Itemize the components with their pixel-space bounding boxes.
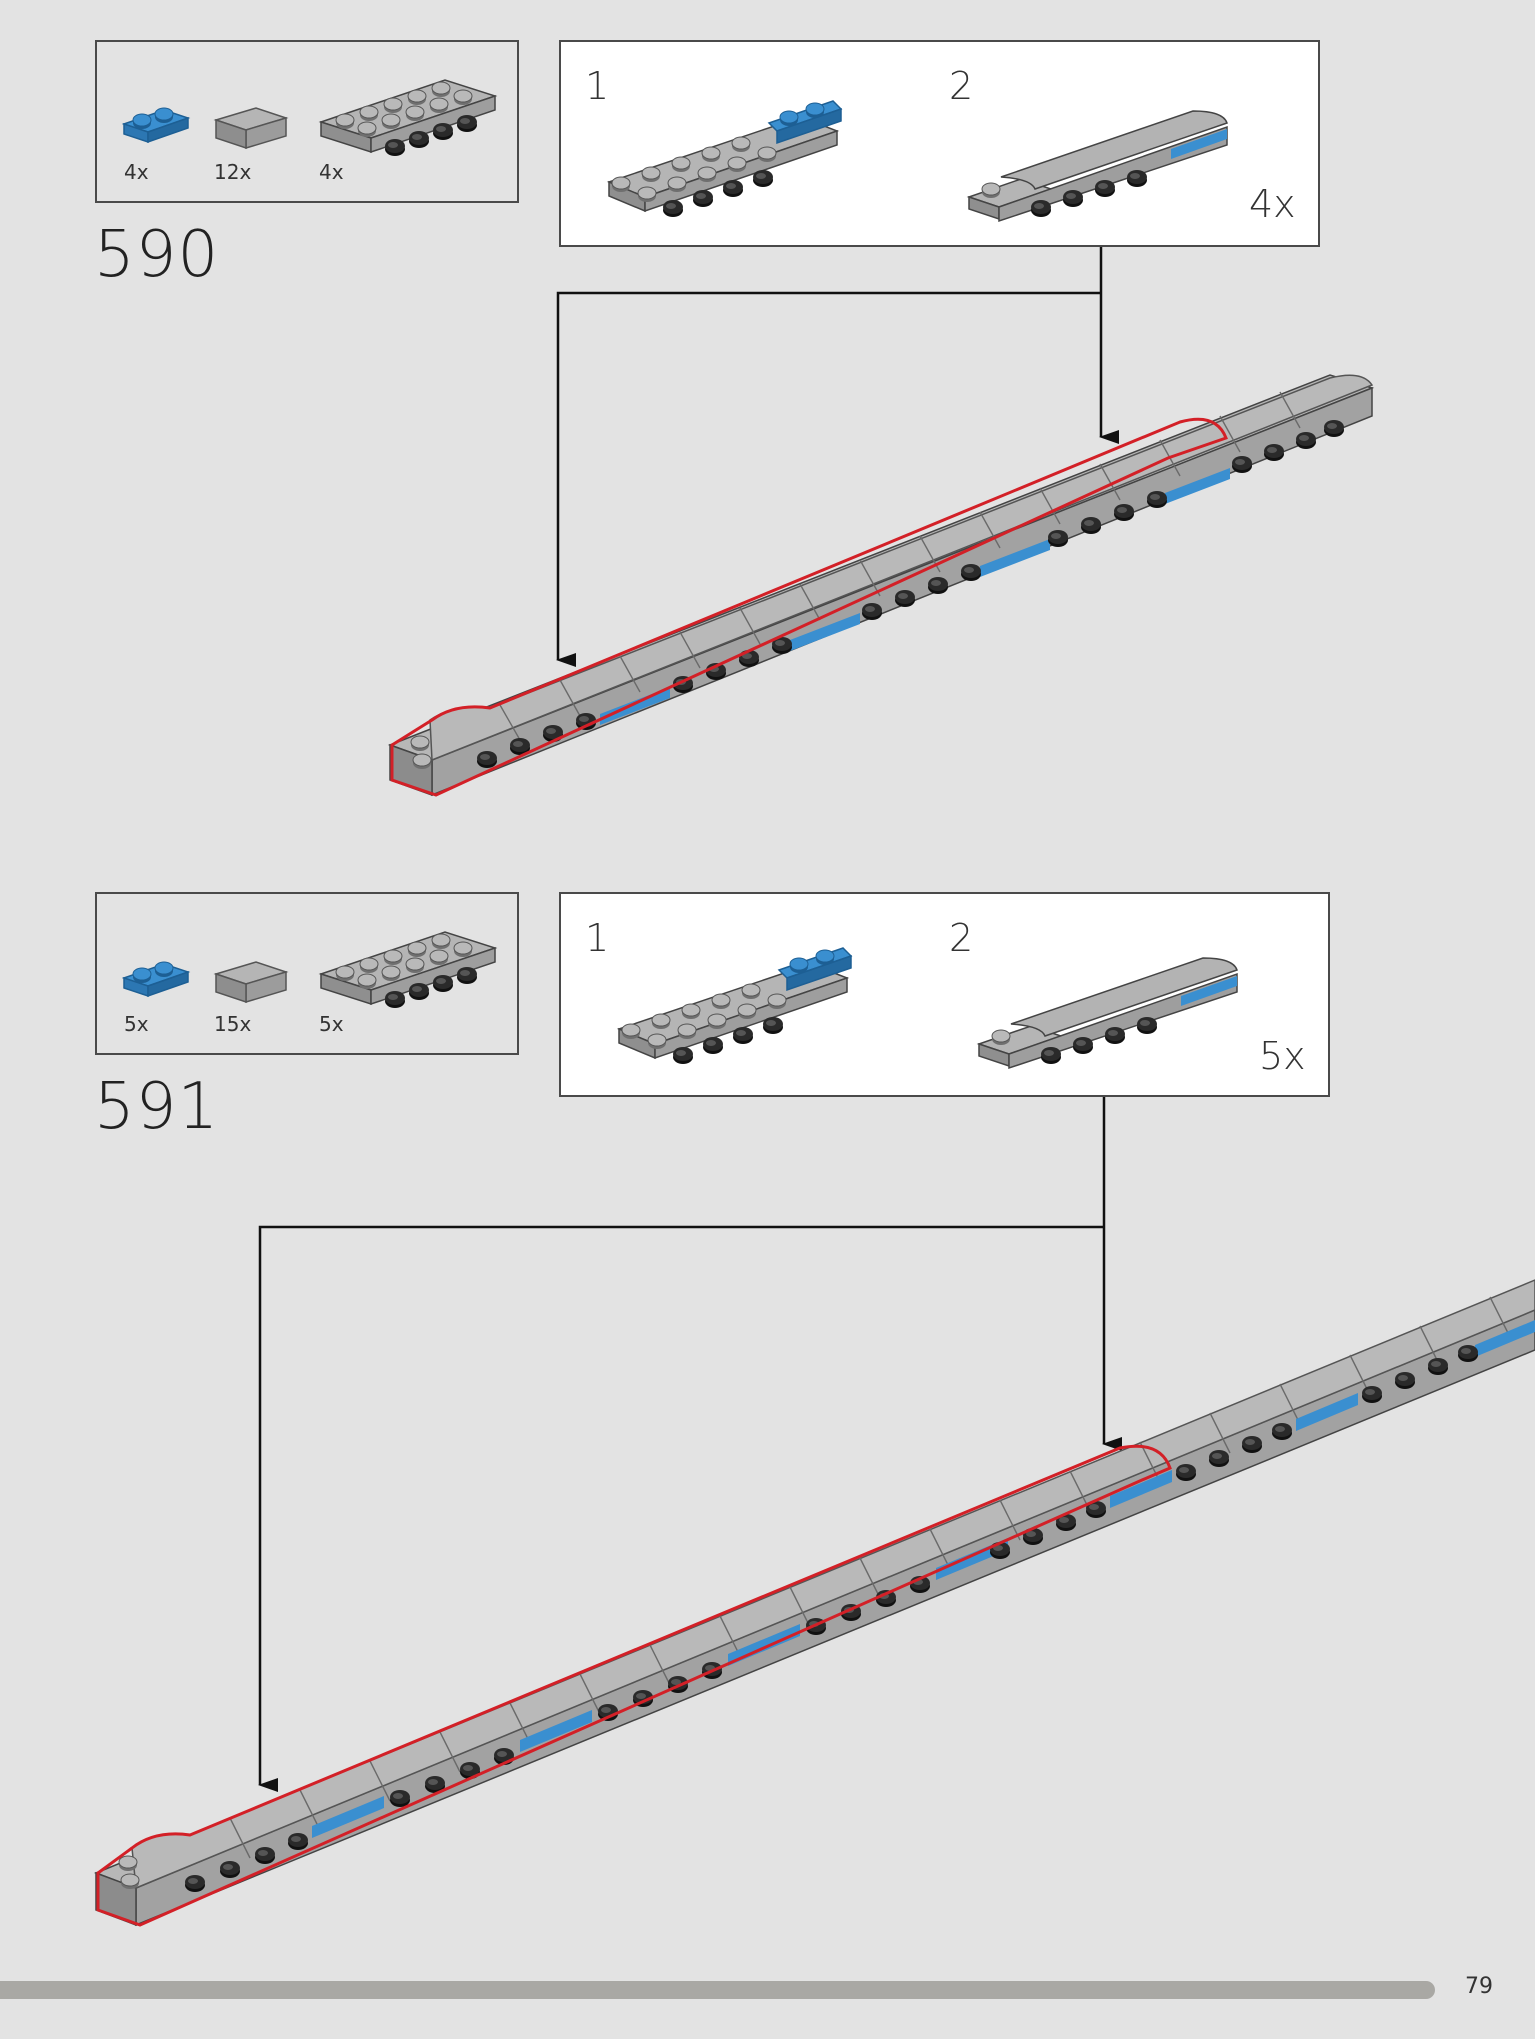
part-quantity: 12x bbox=[214, 160, 252, 184]
gray-plate-2x6-icon bbox=[318, 79, 498, 156]
part-quantity: 5x bbox=[319, 1012, 344, 1036]
substep-label: 1 bbox=[585, 916, 610, 960]
substep-label: 2 bbox=[949, 64, 974, 108]
callout-arrows-590 bbox=[556, 247, 1119, 667]
callout-arrows-591 bbox=[258, 1097, 1122, 1792]
parts-list-591: 5x 15x 5x bbox=[95, 892, 519, 1055]
substep-label: 1 bbox=[585, 64, 610, 108]
gray-curved-slope-icon bbox=[213, 961, 289, 1004]
gray-plate-2x6-icon bbox=[318, 931, 498, 1008]
page-number: 79 bbox=[1465, 1974, 1493, 1999]
parts-list-590: 4x 12x 4x bbox=[95, 40, 519, 203]
part-quantity: 4x bbox=[124, 160, 149, 184]
substep-box-590: 1 2 4x bbox=[559, 40, 1320, 247]
part-quantity: 5x bbox=[124, 1012, 149, 1036]
substep-2-assembly bbox=[966, 110, 1228, 223]
blue-plate-1x2-icon bbox=[122, 961, 191, 998]
blue-plate-1x2-icon bbox=[122, 107, 191, 144]
step-number: 591 bbox=[94, 1070, 220, 1144]
assembly-590 bbox=[387, 374, 1375, 797]
substep-2-assembly bbox=[976, 957, 1238, 1070]
part-quantity: 15x bbox=[214, 1012, 252, 1036]
part-quantity: 4x bbox=[319, 160, 344, 184]
page-progress-bar bbox=[0, 1981, 1435, 1999]
substep-label: 2 bbox=[949, 916, 974, 960]
substep-multiplier: 4x bbox=[1249, 182, 1296, 226]
step-number: 590 bbox=[94, 218, 220, 292]
substep-box-591: 1 2 5x bbox=[559, 892, 1330, 1097]
assembly-591 bbox=[93, 1279, 1535, 1927]
gray-curved-slope-icon bbox=[213, 107, 289, 150]
substep-1-assembly bbox=[616, 947, 853, 1064]
substep-1-assembly bbox=[606, 100, 843, 217]
substep-multiplier: 5x bbox=[1259, 1034, 1306, 1078]
